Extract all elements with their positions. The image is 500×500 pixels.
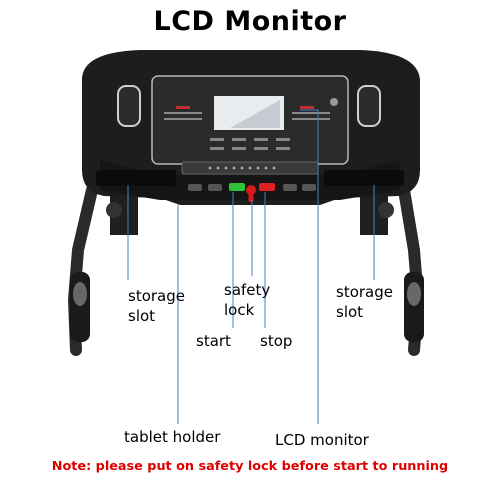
left-handrail [67, 184, 98, 356]
incline-button[interactable] [283, 184, 297, 191]
pointer-lines [127, 109, 375, 424]
label-storage-slot-left: storage slot [128, 287, 185, 325]
stop-button-icon[interactable] [259, 183, 275, 191]
label-tablet-holder: tablet holder [124, 428, 221, 446]
safety-note: Note: please put on safety lock before s… [51, 459, 449, 474]
mode-button[interactable] [188, 184, 202, 191]
program-button[interactable] [208, 184, 222, 191]
right-handrail [398, 184, 425, 356]
label-storage-slot-right: storage slot [336, 283, 393, 321]
label-lcd-monitor: LCD monitor [275, 431, 369, 449]
left-grip-pad [117, 85, 141, 127]
page-title: LCD Monitor [153, 6, 347, 37]
storage-slot-right [324, 170, 404, 186]
speed-button[interactable] [302, 184, 316, 191]
label-stop: stop [260, 332, 293, 350]
lcd-readouts [164, 112, 330, 150]
start-button-icon[interactable] [229, 183, 245, 191]
right-grip-pad [357, 85, 381, 127]
safety-key-icon[interactable] [246, 185, 256, 202]
label-start: start [196, 332, 231, 350]
label-safety-lock: safety lock [224, 281, 271, 319]
storage-slot-left [96, 170, 176, 186]
